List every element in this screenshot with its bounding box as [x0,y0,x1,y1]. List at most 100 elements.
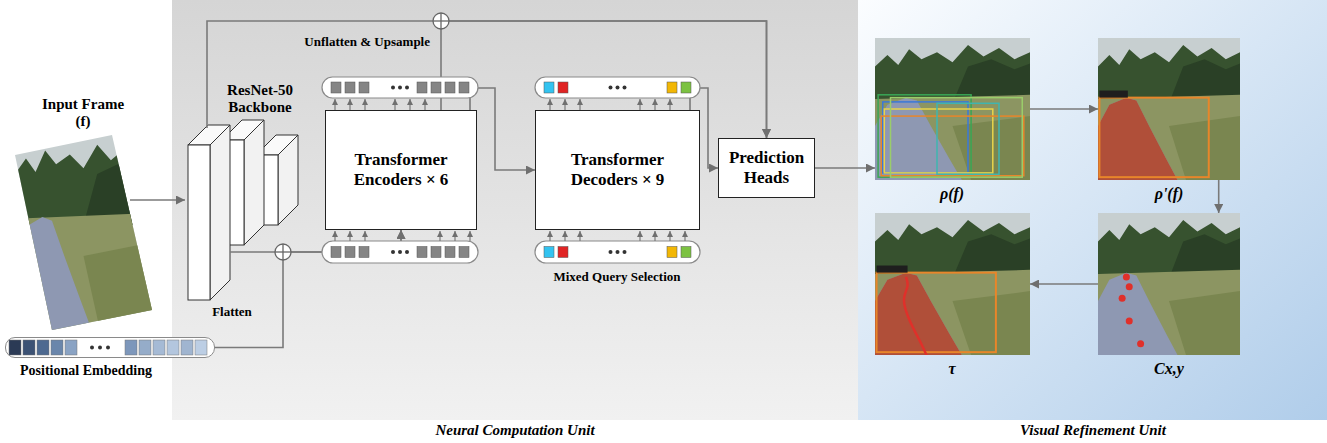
illustration-part [188,145,210,300]
ellipsis-dot [106,346,110,350]
illustration-part [359,82,369,93]
box-label: Prediction Heads [727,148,806,187]
illustration-part [544,82,554,93]
illustration-part [1126,317,1133,324]
unit-caption: Neural Computation Unit [435,422,594,439]
image-panel: Cx,y [1098,213,1240,355]
backbone-slab [188,125,230,300]
process-box: Transformer Decoders × 9 [535,110,700,230]
illustration-part [1098,98,1178,180]
illustration-part [1137,340,1144,347]
embedding-tile [195,340,207,355]
ellipsis-dot [98,346,102,350]
illustration-part [953,116,1031,180]
token-arrow [549,231,550,241]
illustration-part [445,247,455,258]
text-holder: Visual Refinement Unit [1020,422,1166,439]
illustration-part [331,247,341,258]
illustration-part [875,273,962,355]
illustration-part [884,109,993,173]
illustration-part [1099,98,1208,178]
ellipsis-dot [90,346,94,350]
blue-panel [858,0,1327,420]
illustration-part [616,86,620,90]
illustration-part [15,213,152,330]
embedding-strip: Positional Embedding [5,337,215,358]
illustration-part [431,82,441,93]
illustration-part [1098,98,1178,180]
illustration-part [398,86,402,90]
figure-label: Cx,y [1154,360,1184,378]
illustration-part [391,250,395,254]
token-arrow [684,231,685,241]
sum-node [433,13,449,29]
figure-label: ResNet-50 Backbone [213,82,308,117]
illustration-part [84,242,153,330]
text-holder: Prediction Heads [727,148,806,187]
annotation-label: Unflatten & Upsample [304,35,430,50]
figure-label: Input Frame (f) [37,96,129,131]
token-arrow [439,231,440,241]
illustration-part [881,116,1024,176]
illustration-part [431,247,441,258]
illustration-part [322,77,478,98]
illustration-part [875,220,1030,278]
unit-caption: Visual Refinement Unit [1020,422,1166,439]
text-holder: Positional Embedding [20,363,152,379]
illustration-part [1169,291,1240,355]
text-holder: ρ(f) [940,185,964,203]
illustration-part [440,13,441,29]
illustration-part [1169,116,1240,180]
illustration-part [877,266,908,273]
figure-label: Positional Embedding [20,363,152,379]
illustration-part [282,244,283,260]
illustration-part [875,213,1030,355]
illustration-part [875,273,962,355]
illustration-part [609,86,613,90]
illustration-part [681,247,691,258]
process-box: Prediction Heads [718,138,815,198]
illustration-part [953,291,1031,355]
illustration-part [15,217,92,330]
illustration-part [417,82,427,93]
illustration-part [244,120,264,245]
illustration-part [345,82,355,93]
illustration-part [558,82,568,93]
illustration-part [891,98,1023,178]
illustration-part [616,250,620,254]
illustration-part [875,270,1030,355]
box-label: Transformer Decoders × 9 [544,150,691,189]
image-panel: Input Frame (f) [15,135,152,330]
token-arrow [334,99,335,110]
illustration-part [609,250,613,254]
token-arrow [564,231,565,241]
flow-arrow [130,199,185,201]
token-arrow [364,231,365,241]
road-photo [1098,38,1240,180]
illustration-part [405,250,409,254]
illustration-part [878,95,971,177]
illustration-part [667,82,677,93]
flow-arrow [1030,283,1098,285]
unit-panel: ρ(f)ρ'(f)Cx,yτVisual Refinement Unit [858,0,1327,420]
road-photo [875,38,1030,180]
token-strip [322,241,478,263]
gray-panel [172,0,858,420]
token-arrow [564,99,565,110]
illustration-part [345,247,355,258]
token-arrow [639,231,640,241]
token-arrow [669,231,670,241]
illustration-part [1119,295,1126,302]
illustration-part [544,247,554,258]
embedding-tile [125,340,137,355]
embedding-strip [5,337,215,358]
embedding-tile [9,340,21,355]
illustration-part [535,77,700,98]
embedding-tile [139,340,151,355]
text-holder: τ [948,360,955,378]
token-arrow [654,99,655,110]
text-holder: Transformer Decoders × 9 [544,150,691,189]
illustration-part [359,247,369,258]
embedding-tile [23,340,35,355]
